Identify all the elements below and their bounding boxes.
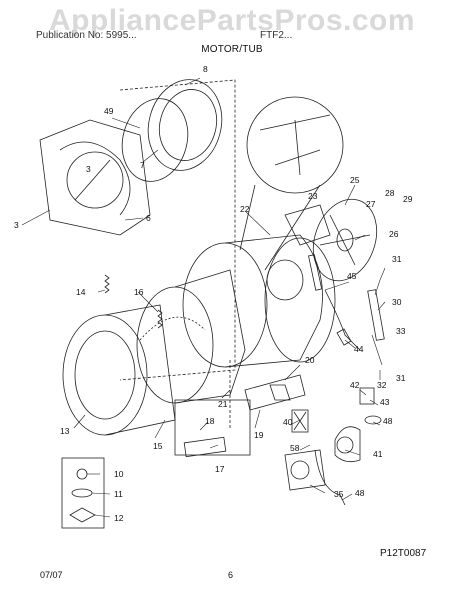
callout-25: 25 [350, 175, 360, 185]
callout-30: 30 [392, 297, 402, 307]
part-25-pulley [312, 198, 378, 282]
part-6-bracket [39, 119, 151, 236]
callout-8: 8 [203, 64, 208, 74]
callout-27: 27 [366, 199, 376, 209]
callout-45: 45 [347, 271, 357, 281]
callout-21: 21 [218, 399, 228, 409]
section-title: MOTOR/TUB [201, 44, 263, 55]
callout-3: 3 [86, 164, 91, 174]
callout-26: 26 [389, 229, 399, 239]
part-23-belt [284, 204, 331, 246]
callout-49: 49 [104, 106, 114, 116]
callout-11: 11 [114, 489, 123, 499]
callout-6: 6 [146, 213, 151, 223]
callout-31: 31 [396, 373, 406, 383]
part-17-parts-bag-box [174, 399, 251, 456]
callout-13: 13 [60, 426, 70, 436]
callout-14: 14 [76, 287, 86, 297]
callout-18: 18 [205, 416, 215, 426]
header-model: FTF2... [260, 30, 293, 41]
figure-code: P12T0087 [380, 548, 427, 559]
callout-29: 29 [403, 194, 413, 204]
header-publication: Publication No: 5995... [36, 30, 137, 41]
callout-20: 20 [305, 355, 315, 365]
watermark: AppliancePartsPros.com [48, 4, 416, 37]
rear-frame-outline [119, 79, 236, 381]
part-14-spring [104, 274, 110, 294]
callout-7: 7 [140, 160, 145, 170]
callout-3: 3 [14, 220, 19, 230]
callout-31: 31 [392, 254, 402, 264]
callout-17: 17 [215, 464, 225, 474]
callout-33: 33 [396, 326, 406, 336]
part-8-bearing-housing [147, 79, 223, 171]
callout-48: 48 [383, 416, 393, 426]
callout-12: 12 [114, 513, 124, 523]
callout-44: 44 [354, 344, 364, 354]
callout-40: 40 [283, 417, 293, 427]
part-22-outer-tub [182, 242, 268, 368]
callout-42: 42 [350, 380, 360, 390]
part-13-front-tub [62, 314, 148, 436]
callout-43: 43 [380, 397, 390, 407]
part-15-inner-basket [136, 286, 214, 404]
callout-23: 23 [308, 191, 318, 201]
callout-10: 10 [114, 469, 124, 479]
callout-22: 22 [240, 204, 250, 214]
callout-15: 15 [153, 441, 163, 451]
callout-19: 19 [254, 430, 264, 440]
small-parts-box [61, 457, 105, 529]
footer-date: 07/07 [40, 570, 63, 580]
callout-35: 35 [334, 489, 344, 499]
callout-41: 41 [373, 449, 383, 459]
part-40-filter [291, 409, 309, 433]
part-7-seal-ring [121, 98, 189, 182]
part-45-wire-harness [324, 289, 361, 351]
part-35-drain-pump [284, 449, 326, 491]
callout-58: 58 [290, 443, 300, 453]
magnified-hub-inset [246, 96, 344, 194]
callout-32: 32 [377, 380, 387, 390]
callout-16: 16 [134, 287, 144, 297]
part-21-bracket [244, 374, 306, 411]
callout-48: 48 [355, 488, 365, 498]
part-30-shock-absorber [367, 289, 385, 341]
callout-28: 28 [385, 188, 395, 198]
footer-page-number: 6 [228, 570, 234, 580]
